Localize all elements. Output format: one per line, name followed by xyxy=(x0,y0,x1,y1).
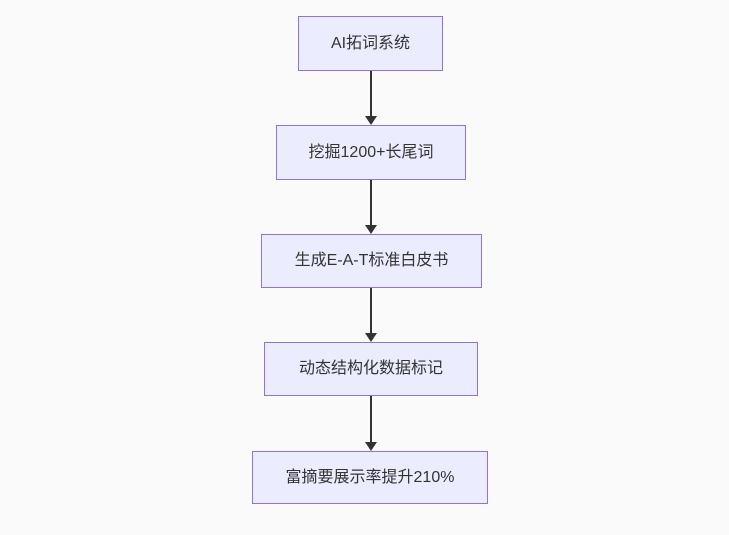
arrow-line xyxy=(370,71,372,116)
arrow-line xyxy=(370,288,372,333)
flow-node-structured-data-markup: 动态结构化数据标记 xyxy=(264,342,478,396)
flow-node-longtail-mining: 挖掘1200+长尾词 xyxy=(276,125,466,180)
flow-arrow-1-2 xyxy=(365,71,377,125)
flow-node-label: AI拓词系统 xyxy=(330,34,411,52)
flow-node-rich-snippet-result: 富摘要展示率提升210% xyxy=(252,451,488,504)
arrow-line xyxy=(370,396,372,442)
flow-node-label: 挖掘1200+长尾词 xyxy=(308,143,434,161)
flow-node-eat-whitepaper: 生成E-A-T标准白皮书 xyxy=(261,234,482,288)
arrow-line xyxy=(370,180,372,225)
arrow-head-icon xyxy=(365,225,377,234)
flow-arrow-3-4 xyxy=(365,288,377,342)
flow-arrow-4-5 xyxy=(365,396,377,451)
arrow-head-icon xyxy=(365,333,377,342)
flow-node-ai-word-expansion: AI拓词系统 xyxy=(298,16,443,71)
arrow-head-icon xyxy=(365,442,377,451)
flow-node-label: 生成E-A-T标准白皮书 xyxy=(294,252,449,269)
arrow-head-icon xyxy=(365,116,377,125)
flow-node-label: 动态结构化数据标记 xyxy=(298,360,443,377)
flow-arrow-2-3 xyxy=(365,180,377,234)
flow-node-label: 富摘要展示率提升210% xyxy=(285,468,455,486)
